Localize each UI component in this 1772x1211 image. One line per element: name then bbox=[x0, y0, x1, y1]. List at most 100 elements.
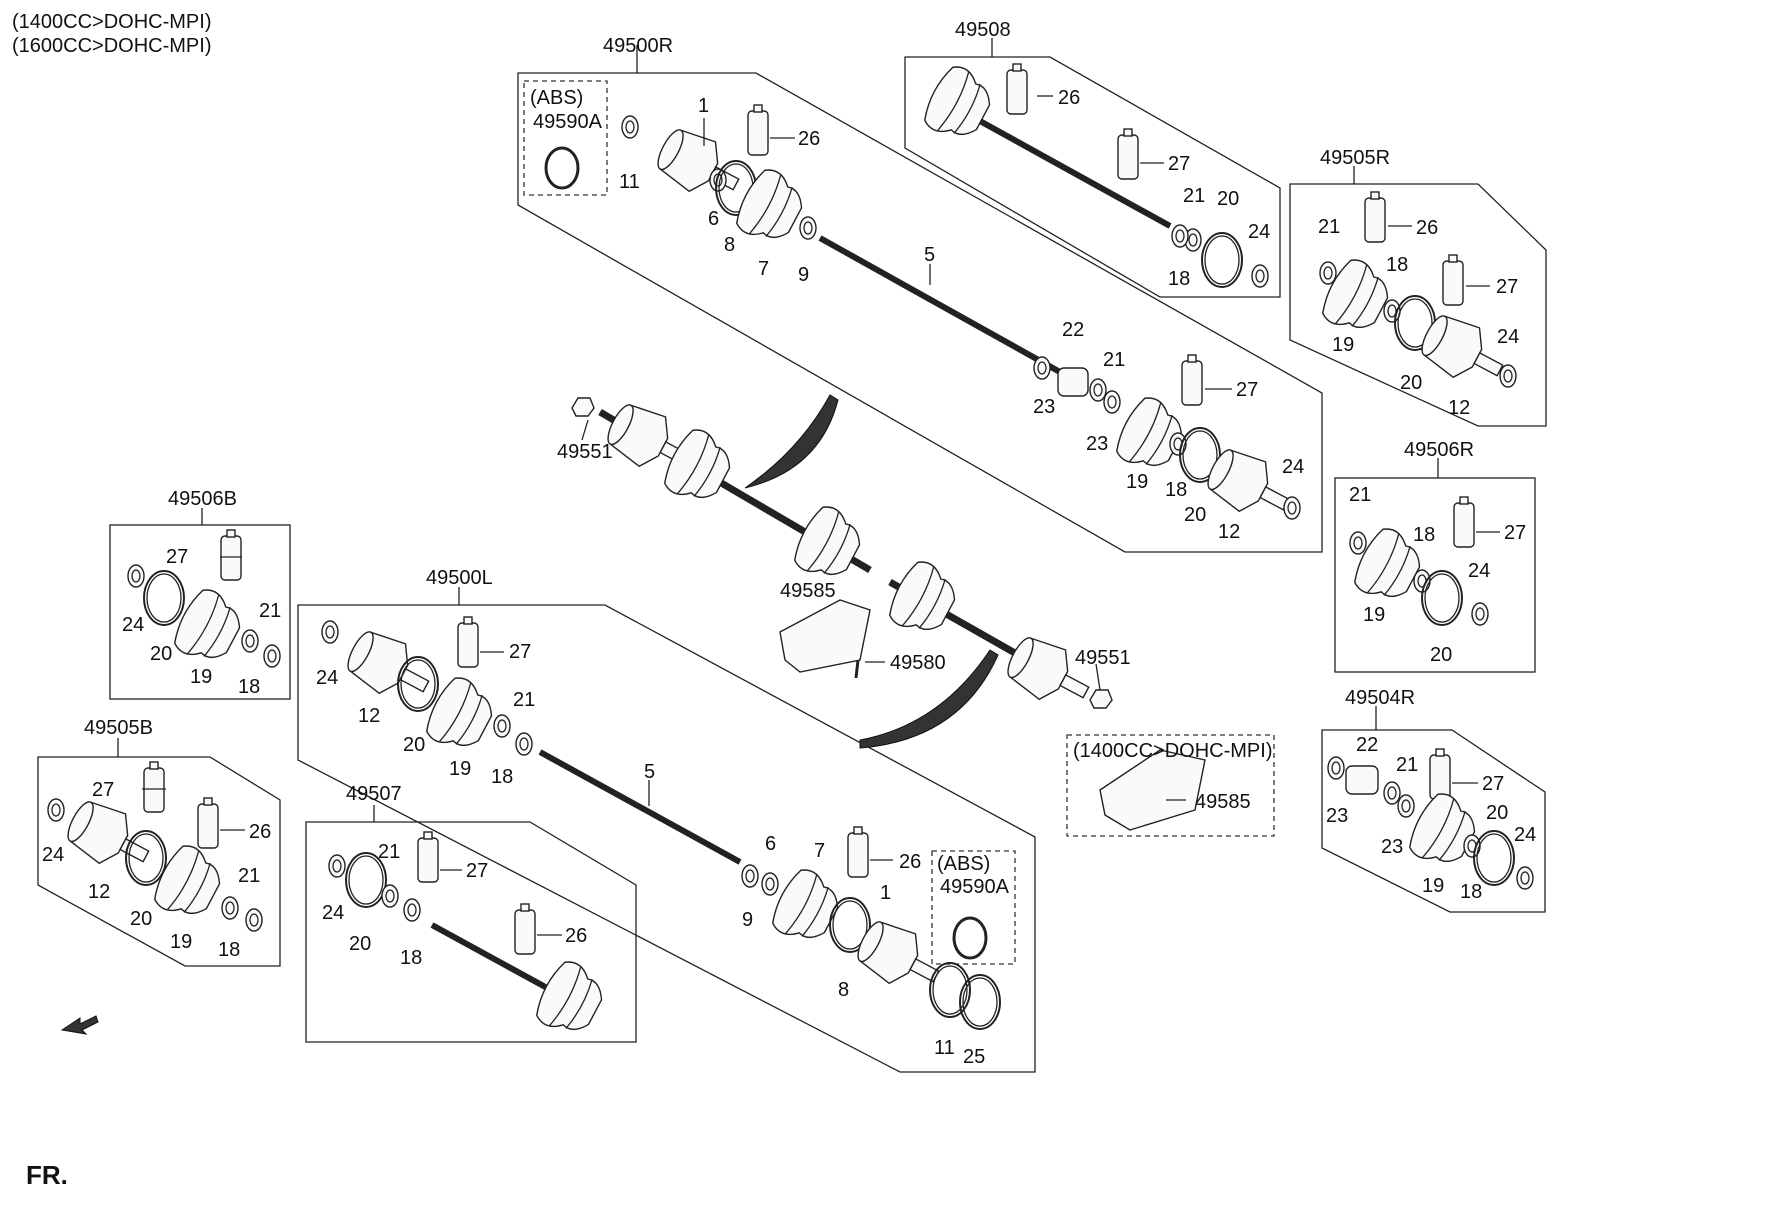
part-21-49505r: 21 bbox=[1318, 216, 1340, 238]
part-18-49505b: 18 bbox=[218, 939, 240, 961]
frame-49506r bbox=[1334, 477, 1536, 673]
part-9-r: 9 bbox=[798, 264, 809, 286]
part-19-l: 19 bbox=[449, 758, 471, 780]
part-5-r: 5 bbox=[924, 244, 935, 266]
assembly-49500l-parts bbox=[321, 616, 1001, 1030]
callout-49580: 49580 bbox=[890, 652, 946, 674]
frame-49508 bbox=[904, 56, 1281, 298]
part-26-l: 26 bbox=[899, 851, 921, 873]
part-24-49504r: 24 bbox=[1514, 824, 1536, 846]
assembly-49508-parts bbox=[917, 60, 1269, 288]
part-24-49507: 24 bbox=[322, 902, 344, 924]
label-49504r: 49504R bbox=[1345, 687, 1415, 709]
frame-49500l bbox=[297, 604, 1036, 1073]
part-19-r: 19 bbox=[1126, 471, 1148, 493]
part-12-r: 12 bbox=[1218, 521, 1240, 543]
abs-box-right bbox=[523, 80, 608, 196]
part-20-49505b: 20 bbox=[130, 908, 152, 930]
part-26-49505r: 26 bbox=[1416, 217, 1438, 239]
nut-icon-upper bbox=[571, 397, 595, 417]
label-49505r: 49505R bbox=[1320, 147, 1390, 169]
part-8-r: 8 bbox=[724, 234, 735, 256]
part-18-49506b: 18 bbox=[238, 676, 260, 698]
center-curve-lower bbox=[859, 649, 999, 749]
part-18-l: 18 bbox=[491, 766, 513, 788]
inset-1400cc-label: (1400CC>DOHC-MPI) bbox=[1073, 740, 1272, 762]
part-27-49508: 27 bbox=[1168, 153, 1190, 175]
part-27-49506r: 27 bbox=[1504, 522, 1526, 544]
frame-49505b bbox=[37, 756, 281, 967]
abs-box-left bbox=[931, 850, 1016, 965]
part-27-49505r: 27 bbox=[1496, 276, 1518, 298]
part-18-49508: 18 bbox=[1168, 268, 1190, 290]
part-7-r: 7 bbox=[758, 258, 769, 280]
part-21-49504r: 21 bbox=[1396, 754, 1418, 776]
bracket-49585 bbox=[779, 599, 871, 673]
frame-49505r bbox=[1289, 183, 1547, 427]
front-direction-arrow-icon bbox=[60, 1015, 99, 1035]
part-24-49505r: 24 bbox=[1497, 326, 1519, 348]
part-27-49505b: 27 bbox=[92, 779, 114, 801]
callout-49590a-right: 49590A bbox=[533, 111, 603, 133]
part-18-49507: 18 bbox=[400, 947, 422, 969]
frame-49500r bbox=[517, 72, 1323, 553]
assembly-49505b-parts bbox=[47, 761, 263, 932]
part-8-l: 8 bbox=[838, 979, 849, 1001]
part-27-49506b: 27 bbox=[166, 546, 188, 568]
part-19-49506r: 19 bbox=[1363, 604, 1385, 626]
part-27-49504r: 27 bbox=[1482, 773, 1504, 795]
part-20-49505r: 20 bbox=[1400, 372, 1422, 394]
part-18-r: 18 bbox=[1165, 479, 1187, 501]
part-24-49506b: 24 bbox=[122, 614, 144, 636]
part-23a-r: 23 bbox=[1033, 396, 1055, 418]
leader-lines bbox=[117, 38, 1500, 936]
part-21-49508: 21 bbox=[1183, 185, 1205, 207]
label-49505b: 49505B bbox=[84, 717, 153, 739]
bracket-49585-inset bbox=[1099, 749, 1206, 831]
part-18-49505r: 18 bbox=[1386, 254, 1408, 276]
part-26-49508: 26 bbox=[1058, 87, 1080, 109]
callout-49585: 49585 bbox=[780, 580, 836, 602]
part-20-49506b: 20 bbox=[150, 643, 172, 665]
part-26-r: 26 bbox=[798, 128, 820, 150]
part-27-49507: 27 bbox=[466, 860, 488, 882]
label-49508: 49508 bbox=[955, 19, 1011, 41]
assembly-49500r-parts bbox=[544, 104, 1301, 530]
part-19-49505b: 19 bbox=[170, 931, 192, 953]
header-line-2: (1600CC>DOHC-MPI) bbox=[12, 35, 212, 57]
part-27-l: 27 bbox=[509, 641, 531, 663]
abs-label-right: (ABS) bbox=[530, 87, 583, 109]
part-12-l: 12 bbox=[358, 705, 380, 727]
part-12-49505b: 12 bbox=[88, 881, 110, 903]
part-21-49506b: 21 bbox=[259, 600, 281, 622]
part-12-49505r: 12 bbox=[1448, 397, 1470, 419]
part-24-49505b: 24 bbox=[42, 844, 64, 866]
callout-49585-inset: 49585 bbox=[1195, 791, 1251, 813]
part-27-r: 27 bbox=[1236, 379, 1258, 401]
part-20-49504r: 20 bbox=[1486, 802, 1508, 824]
center-shaft-assembly bbox=[571, 394, 1206, 831]
part-5-l: 5 bbox=[644, 761, 655, 783]
part-24-l: 24 bbox=[316, 667, 338, 689]
label-49500l: 49500L bbox=[426, 567, 493, 589]
frame-49507 bbox=[305, 821, 637, 1043]
part-11-r: 11 bbox=[619, 171, 640, 193]
front-direction-label: FR. bbox=[26, 1160, 68, 1190]
frame-49504r bbox=[1321, 729, 1546, 913]
part-26-49507: 26 bbox=[565, 925, 587, 947]
part-20-49507: 20 bbox=[349, 933, 371, 955]
part-1-r: 1 bbox=[698, 95, 709, 117]
inset-1400cc-box bbox=[1066, 734, 1275, 837]
assembly-49507-parts bbox=[328, 831, 612, 1044]
part-6-l: 6 bbox=[765, 833, 776, 855]
part-18-49506r: 18 bbox=[1413, 524, 1435, 546]
part-26-49505b: 26 bbox=[249, 821, 271, 843]
part-7-l: 7 bbox=[814, 840, 825, 862]
part-24-r: 24 bbox=[1282, 456, 1304, 478]
part-21-l: 21 bbox=[513, 689, 535, 711]
part-20-r: 20 bbox=[1184, 504, 1206, 526]
part-18-49504r: 18 bbox=[1460, 881, 1482, 903]
label-49506r: 49506R bbox=[1404, 439, 1474, 461]
part-24-49506r: 24 bbox=[1468, 560, 1490, 582]
